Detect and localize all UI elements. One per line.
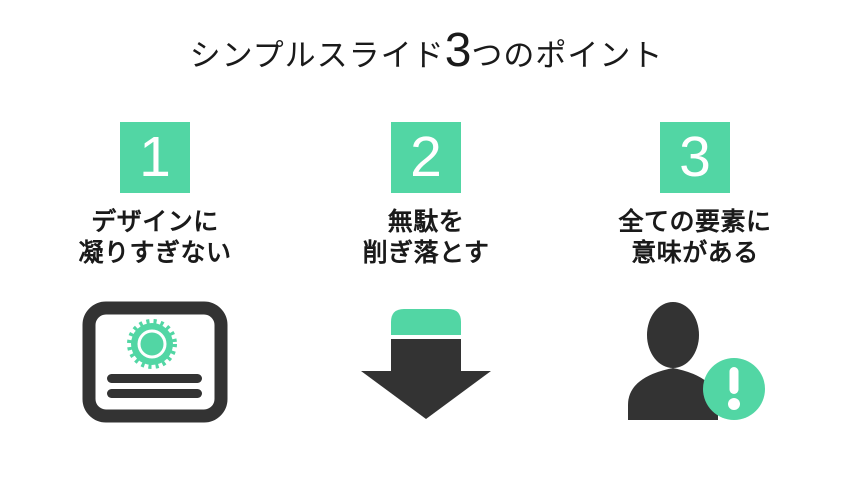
person-head — [647, 302, 699, 368]
number-badge-3: 3 — [660, 122, 730, 193]
arrow-shaft — [391, 339, 461, 372]
title-prefix: シンプルスライド — [189, 38, 445, 73]
icon-area-1 — [82, 301, 228, 426]
exclamation-bar — [729, 367, 739, 394]
seal-inner-circle — [137, 329, 167, 359]
point-label-3: 全ての要素に 意味がある — [618, 207, 771, 269]
point-label-line: 削ぎ落とす — [362, 239, 490, 267]
point-column-3: 3 全ての要素に 意味がある — [585, 122, 805, 426]
point-label-2: 無駄を 削ぎ落とす — [363, 207, 490, 269]
title-suffix: つのポイント — [471, 38, 664, 73]
down-arrow-icon — [361, 309, 491, 419]
exclamation-dot — [728, 398, 740, 410]
point-label-line: 意味がある — [631, 239, 759, 267]
point-label-1: デザインに 凝りすぎない — [78, 207, 231, 269]
icon-area-3 — [624, 301, 766, 426]
icon-area-2 — [360, 301, 492, 426]
point-label-line: 全ての要素に — [618, 208, 772, 236]
number-badge-1: 1 — [120, 122, 190, 193]
title-big-number: 3 — [444, 24, 472, 77]
point-column-1: 1 デザインに 凝りすぎない — [45, 122, 265, 426]
badge-number: 3 — [679, 125, 711, 189]
person-shoulders — [628, 368, 718, 420]
point-label-line: 無駄を — [387, 208, 465, 236]
page-title: シンプルスライド3つのポイント — [0, 26, 853, 81]
point-label-line: 凝りすぎない — [78, 239, 232, 267]
point-label-line: デザインに — [91, 208, 219, 236]
certificate-text-line — [107, 374, 202, 383]
badge-number: 1 — [139, 125, 171, 189]
seal-rosette-spikes — [127, 319, 177, 369]
point-column-2: 2 無駄を 削ぎ落とす — [316, 122, 536, 426]
certificate-text-line — [107, 389, 202, 398]
certificate-icon — [82, 301, 228, 423]
number-badge-2: 2 — [391, 122, 461, 193]
badge-number: 2 — [410, 125, 442, 189]
person-alert-icon — [628, 302, 765, 420]
arrow-cap — [391, 309, 461, 335]
arrow-head — [361, 371, 491, 419]
